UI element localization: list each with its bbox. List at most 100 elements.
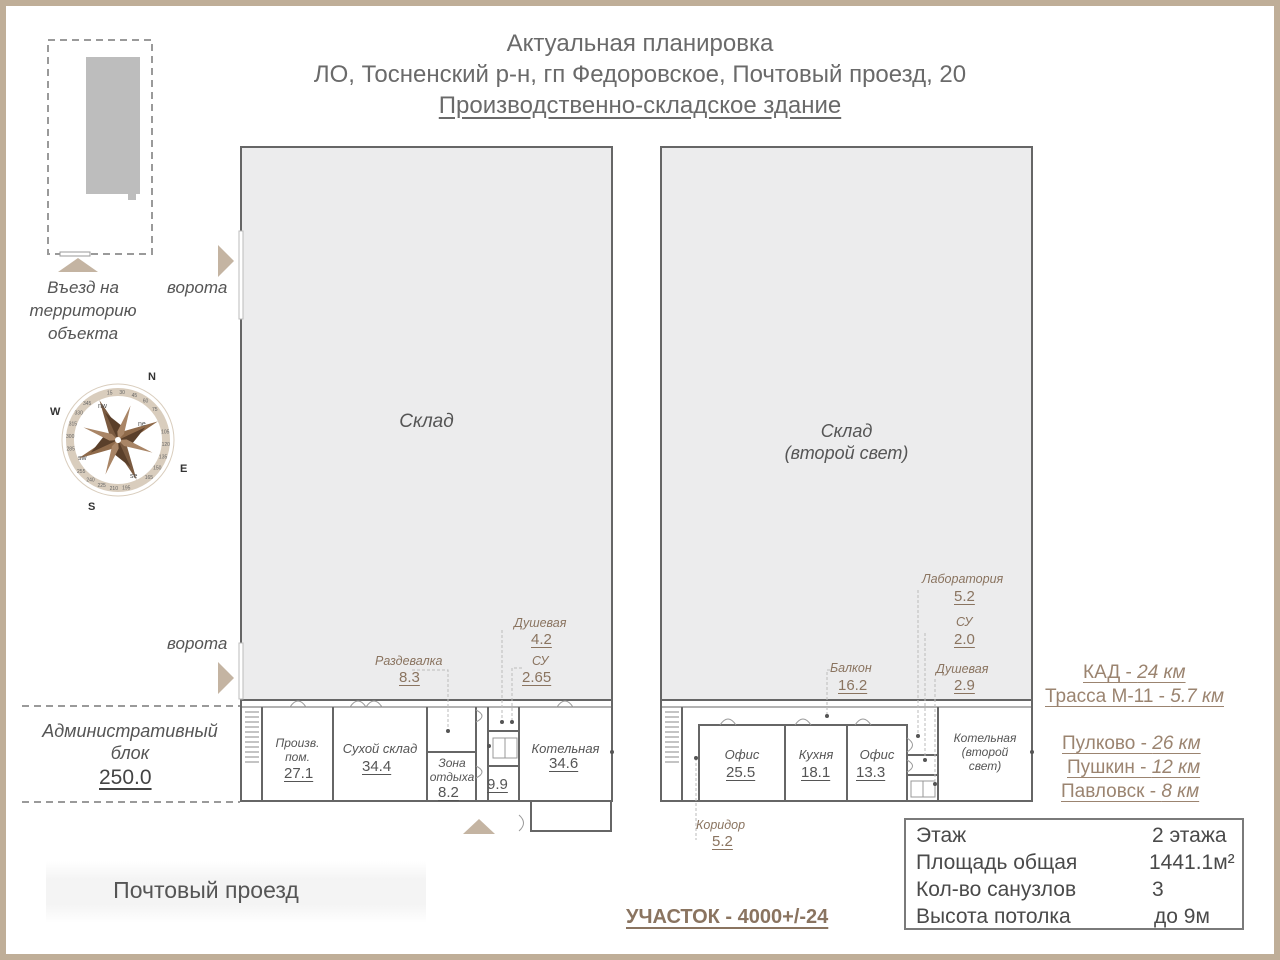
compass-ne: ne <box>138 421 146 428</box>
office1-area: 25.5 <box>726 764 756 781</box>
compass-degree-225: 225 <box>97 483 106 489</box>
distance-pavlovsk: Павловск - 8 км <box>1061 781 1199 803</box>
floor2-warehouse-label: Склад (второй свет) <box>661 420 1032 464</box>
compass-degree-300: 300 <box>66 434 75 440</box>
gate-arrow-icon <box>218 245 234 277</box>
small-room-area: 9.9 <box>487 776 508 793</box>
info-ceiling-value: до 9м <box>1154 905 1210 928</box>
wc1-label: СУ <box>532 654 549 668</box>
proizv-room-area: 27.1 <box>284 765 314 782</box>
plan-building-type: Производственно-складское здание <box>6 92 1274 120</box>
building-type-text: Производственно-складское здание <box>438 92 842 119</box>
kitchen-area: 18.1 <box>801 764 831 781</box>
shower2-label: Душевая <box>936 662 989 676</box>
corridor-area: 5.2 <box>712 833 733 850</box>
plan-sheet: Актуальная планировка ЛО, Тосненский р-н… <box>6 6 1274 954</box>
compass-s: S <box>88 501 95 513</box>
boiler2-line1: Котельная <box>953 731 1017 745</box>
plot-area-label: УЧАСТОК - 4000+/-24 <box>626 906 829 928</box>
shower2-area: 2.9 <box>954 677 975 694</box>
info-area-value: 1441.1м² <box>1149 851 1235 874</box>
compass-degree-285: 285 <box>67 446 76 452</box>
info-area-label: Площадь общая <box>916 851 1078 874</box>
compass-degree-315: 315 <box>69 422 78 428</box>
site-boundary <box>47 39 153 255</box>
m11-name: Трасса М-11 - <box>1045 686 1171 707</box>
plan-address: ЛО, Тосненский р-н, гп Федоровское, Почт… <box>313 61 967 88</box>
admin-block-area: 250.0 <box>99 766 152 789</box>
compass-degree-165: 165 <box>145 475 154 481</box>
floor2-warehouse-line1: Склад <box>820 421 873 441</box>
entrance-arrow-icon <box>58 258 98 272</box>
compass-degree-105: 105 <box>161 430 170 436</box>
entrance-line3: объекта <box>47 324 119 343</box>
office2-label: Офис <box>859 747 895 762</box>
compass-degree-15: 15 <box>107 391 113 397</box>
compass-degree-345: 345 <box>83 401 92 407</box>
pulkovo-name: Пулково - <box>1062 733 1153 754</box>
compass-e: E <box>180 463 187 475</box>
rest-zone-label: Зона отдыха <box>425 756 479 784</box>
compass-degree-45: 45 <box>132 393 138 399</box>
wc2-area: 2.0 <box>954 631 975 648</box>
shower1-label: Душевая <box>514 616 567 630</box>
compass-degree-135: 135 <box>159 454 168 460</box>
pavlovsk-name: Павловск - <box>1061 781 1162 802</box>
admin-line2: блок <box>110 743 150 763</box>
floor1-warehouse-label: Склад <box>399 411 454 432</box>
wc1-area: 2.65 <box>522 669 552 686</box>
plan-title: Актуальная планировка <box>506 30 774 57</box>
admin-block-label: Административный блок <box>20 720 240 764</box>
compass-degree-210: 210 <box>110 486 119 492</box>
boiler2-label: Котельная (второй свет) <box>938 731 1032 773</box>
lab-label: Лаборатория <box>922 572 1004 586</box>
gate-label-bottom: ворота <box>167 634 228 653</box>
corridor-label: Коридор <box>696 818 746 832</box>
info-floors-value: 2 этажа <box>1152 824 1227 847</box>
site-gate <box>59 251 91 257</box>
proizv-room-label: Произв. пом. <box>262 736 333 764</box>
compass-degree-60: 60 <box>143 399 149 405</box>
lab-area: 5.2 <box>954 588 975 605</box>
compass-nw: nw <box>98 403 108 410</box>
compass-degree-120: 120 <box>162 442 171 448</box>
boiler2-line3: свет) <box>968 759 1002 773</box>
wc2-label: СУ <box>956 615 973 629</box>
kad-value: 24 км <box>1137 662 1186 683</box>
street-banner: Почтовый проезд <box>46 861 426 923</box>
pulkovo-value: 26 км <box>1152 733 1201 754</box>
floor2-warehouse-line2: (второй свет) <box>784 443 909 463</box>
floor1-warehouse-area <box>240 146 613 701</box>
compass-sw: sw <box>78 455 88 462</box>
compass-degree-195: 195 <box>122 485 131 491</box>
compass-degree-150: 150 <box>153 466 162 472</box>
kitchen-label: Кухня <box>798 747 834 762</box>
shower1-area: 4.2 <box>531 631 552 648</box>
balcony-label: Балкон <box>830 661 872 675</box>
street-name: Почтовый проезд <box>113 877 299 903</box>
rest-line1: Зона <box>438 756 466 770</box>
compass-n: N <box>148 371 156 383</box>
dry-storage-area: 34.4 <box>362 758 392 775</box>
compass-degree-75: 75 <box>152 407 158 413</box>
info-wc-label: Кол-во санузлов <box>916 878 1077 901</box>
pavlovsk-value: 8 км <box>1161 781 1200 802</box>
pushkin-value: 12 км <box>1151 757 1201 778</box>
boiler-room-label: Котельная <box>531 741 600 756</box>
info-table: Этаж 2 этажа Площадь общая 1441.1м² Кол-… <box>904 818 1244 930</box>
floor2-warehouse-area <box>660 146 1033 701</box>
distance-pushkin: Пушкин - 12 км <box>1067 757 1200 779</box>
dry-storage-label: Сухой склад <box>342 741 418 756</box>
pushkin-name: Пушкин - <box>1067 757 1152 778</box>
balcony-area: 16.2 <box>838 677 868 694</box>
rest-line2: отдыха <box>429 770 475 784</box>
gate-arrow-icon <box>218 662 234 694</box>
distance-pulkovo: Пулково - 26 км <box>1062 733 1201 755</box>
entrance-arrow-icon <box>463 819 495 834</box>
info-wc-value: 3 <box>1152 878 1164 901</box>
entrance-line2: территорию <box>29 301 137 320</box>
boiler2-line2: (второй <box>961 745 1009 759</box>
info-floors-label: Этаж <box>916 824 967 847</box>
